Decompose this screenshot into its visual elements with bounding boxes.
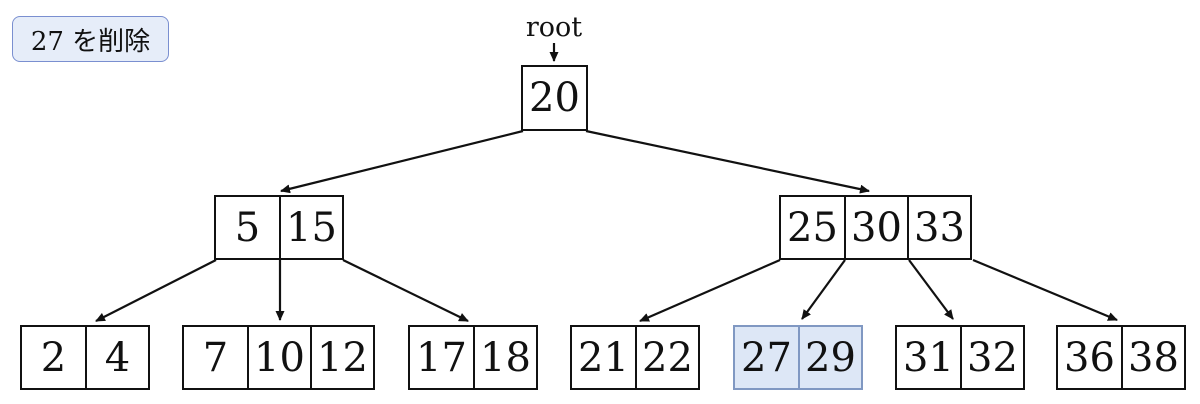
- node-key: 4: [85, 327, 148, 388]
- node-key: 12: [310, 327, 373, 388]
- node-leaf-7: 36 38: [1056, 325, 1186, 390]
- operation-label: 27 を削除: [12, 16, 169, 62]
- node-key: 31: [903, 334, 954, 381]
- edge-internalright-leaf6: [908, 259, 954, 320]
- edge-internalright-leaf5: [801, 259, 846, 320]
- node-key: 25: [787, 204, 838, 251]
- node-leaf-6: 31 32: [895, 325, 1025, 390]
- root-pointer-label: root: [525, 12, 583, 43]
- node-key: 29: [798, 327, 861, 388]
- node-key: 15: [279, 197, 342, 258]
- edge-internalright-leaf7: [972, 258, 1118, 322]
- node-root: 20: [521, 65, 588, 131]
- node-leaf-4: 21 22: [570, 325, 700, 390]
- node-key: 18: [473, 327, 536, 388]
- node-key: 21: [578, 334, 629, 381]
- node-key: 7: [202, 334, 229, 381]
- node-key: 5: [234, 204, 261, 251]
- node-internal-left: 5 15: [214, 195, 344, 260]
- node-key: 38: [1121, 327, 1184, 388]
- edge-internalleft-leaf1: [95, 259, 217, 322]
- node-key: 27: [741, 334, 792, 381]
- node-key: 33: [907, 197, 970, 258]
- node-key: 30: [844, 197, 907, 258]
- node-internal-right: 25 30 33: [779, 195, 972, 260]
- node-key: 22: [635, 327, 698, 388]
- edge-internalleft-leaf3: [342, 259, 469, 322]
- node-key: 10: [247, 327, 310, 388]
- node-key: 32: [960, 327, 1023, 388]
- node-key: 2: [40, 334, 67, 381]
- node-leaf-5-highlighted: 27 29: [733, 325, 863, 390]
- node-leaf-2: 7 10 12: [182, 325, 375, 390]
- edge-internalright-leaf4: [639, 258, 781, 323]
- node-key: 36: [1064, 334, 1115, 381]
- node-key: 17: [416, 334, 467, 381]
- node-leaf-1: 2 4: [20, 325, 150, 390]
- node-leaf-3: 17 18: [408, 325, 538, 390]
- node-key: 20: [529, 75, 580, 121]
- edge-root-internalright: [585, 129, 870, 194]
- edge-root-internalleft: [280, 129, 524, 194]
